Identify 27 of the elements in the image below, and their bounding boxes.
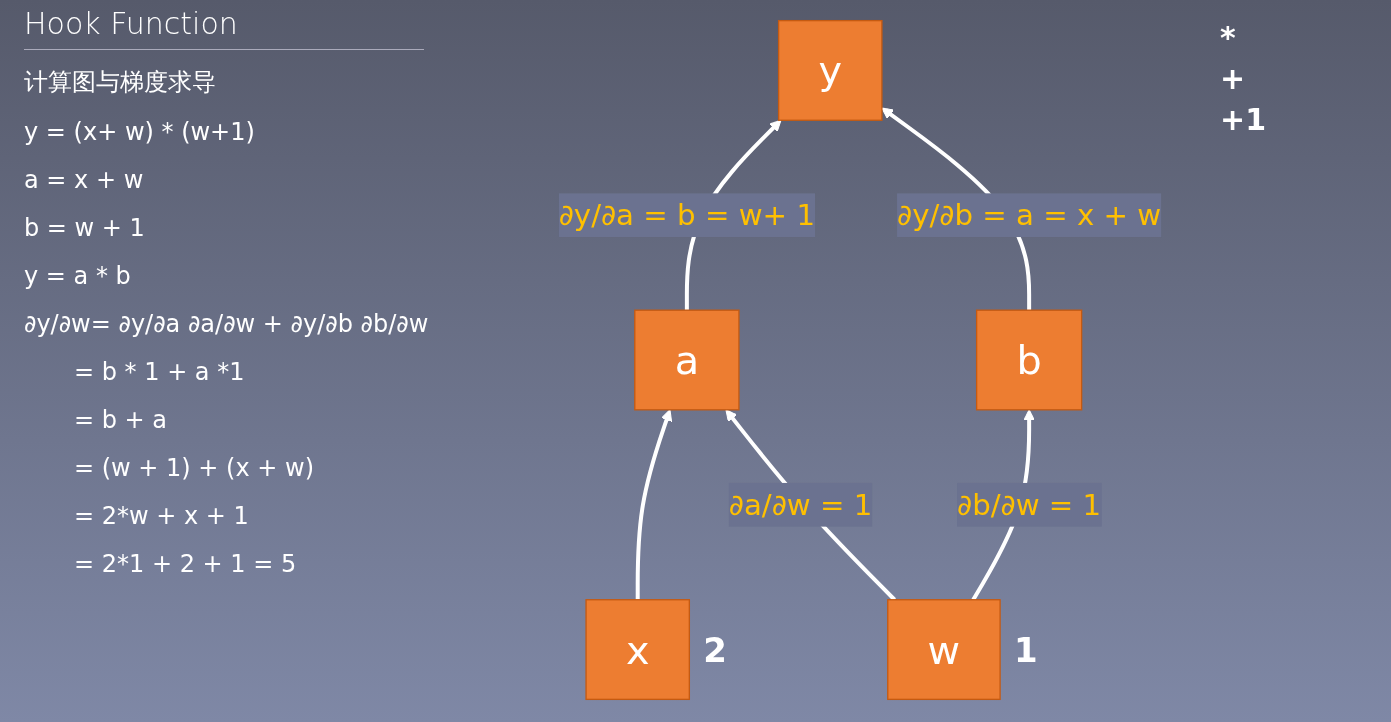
formula-line: y = a * b: [24, 262, 131, 290]
edge-label: ∂y/∂b = a = x + w: [897, 198, 1162, 232]
edge-label: ∂b/∂w = 1: [957, 488, 1102, 522]
node-value-label: 2: [703, 629, 727, 670]
operator-label: +: [1220, 61, 1246, 96]
node-box: y: [777, 19, 883, 121]
edge-label: ∂a/∂w = 1: [728, 488, 873, 522]
arrow: [635, 409, 673, 600]
formula-line: ∂y/∂w= ∂y/∂a ∂a/∂w + ∂y/∂b ∂b/∂w: [24, 310, 429, 338]
formula-line: = 2*1 + 2 + 1 = 5: [74, 550, 297, 578]
node-box: w: [887, 599, 1001, 701]
section-heading: 计算图与梯度求导: [24, 67, 216, 98]
node-value-label: 1: [1014, 629, 1038, 670]
node-box: b: [975, 309, 1083, 411]
formula-line: = (w + 1) + (x + w): [74, 454, 315, 482]
formula-line: a = x + w: [24, 166, 144, 194]
formula-line: y = (x+ w) * (w+1): [24, 118, 255, 146]
formula-line: = b * 1 + a *1: [74, 358, 245, 386]
edge-label: ∂y/∂a = b = w+ 1: [558, 198, 815, 232]
operator-label: +1: [1220, 102, 1266, 137]
node-box: a: [634, 309, 740, 411]
formula-line: = b + a: [74, 406, 168, 434]
formula-line: = 2*w + x + 1: [74, 502, 249, 530]
node-box: x: [585, 599, 690, 701]
formula-line: b = w + 1: [24, 214, 145, 242]
operator-label: *: [1220, 20, 1236, 55]
slide-title: Hook Function: [24, 6, 424, 50]
